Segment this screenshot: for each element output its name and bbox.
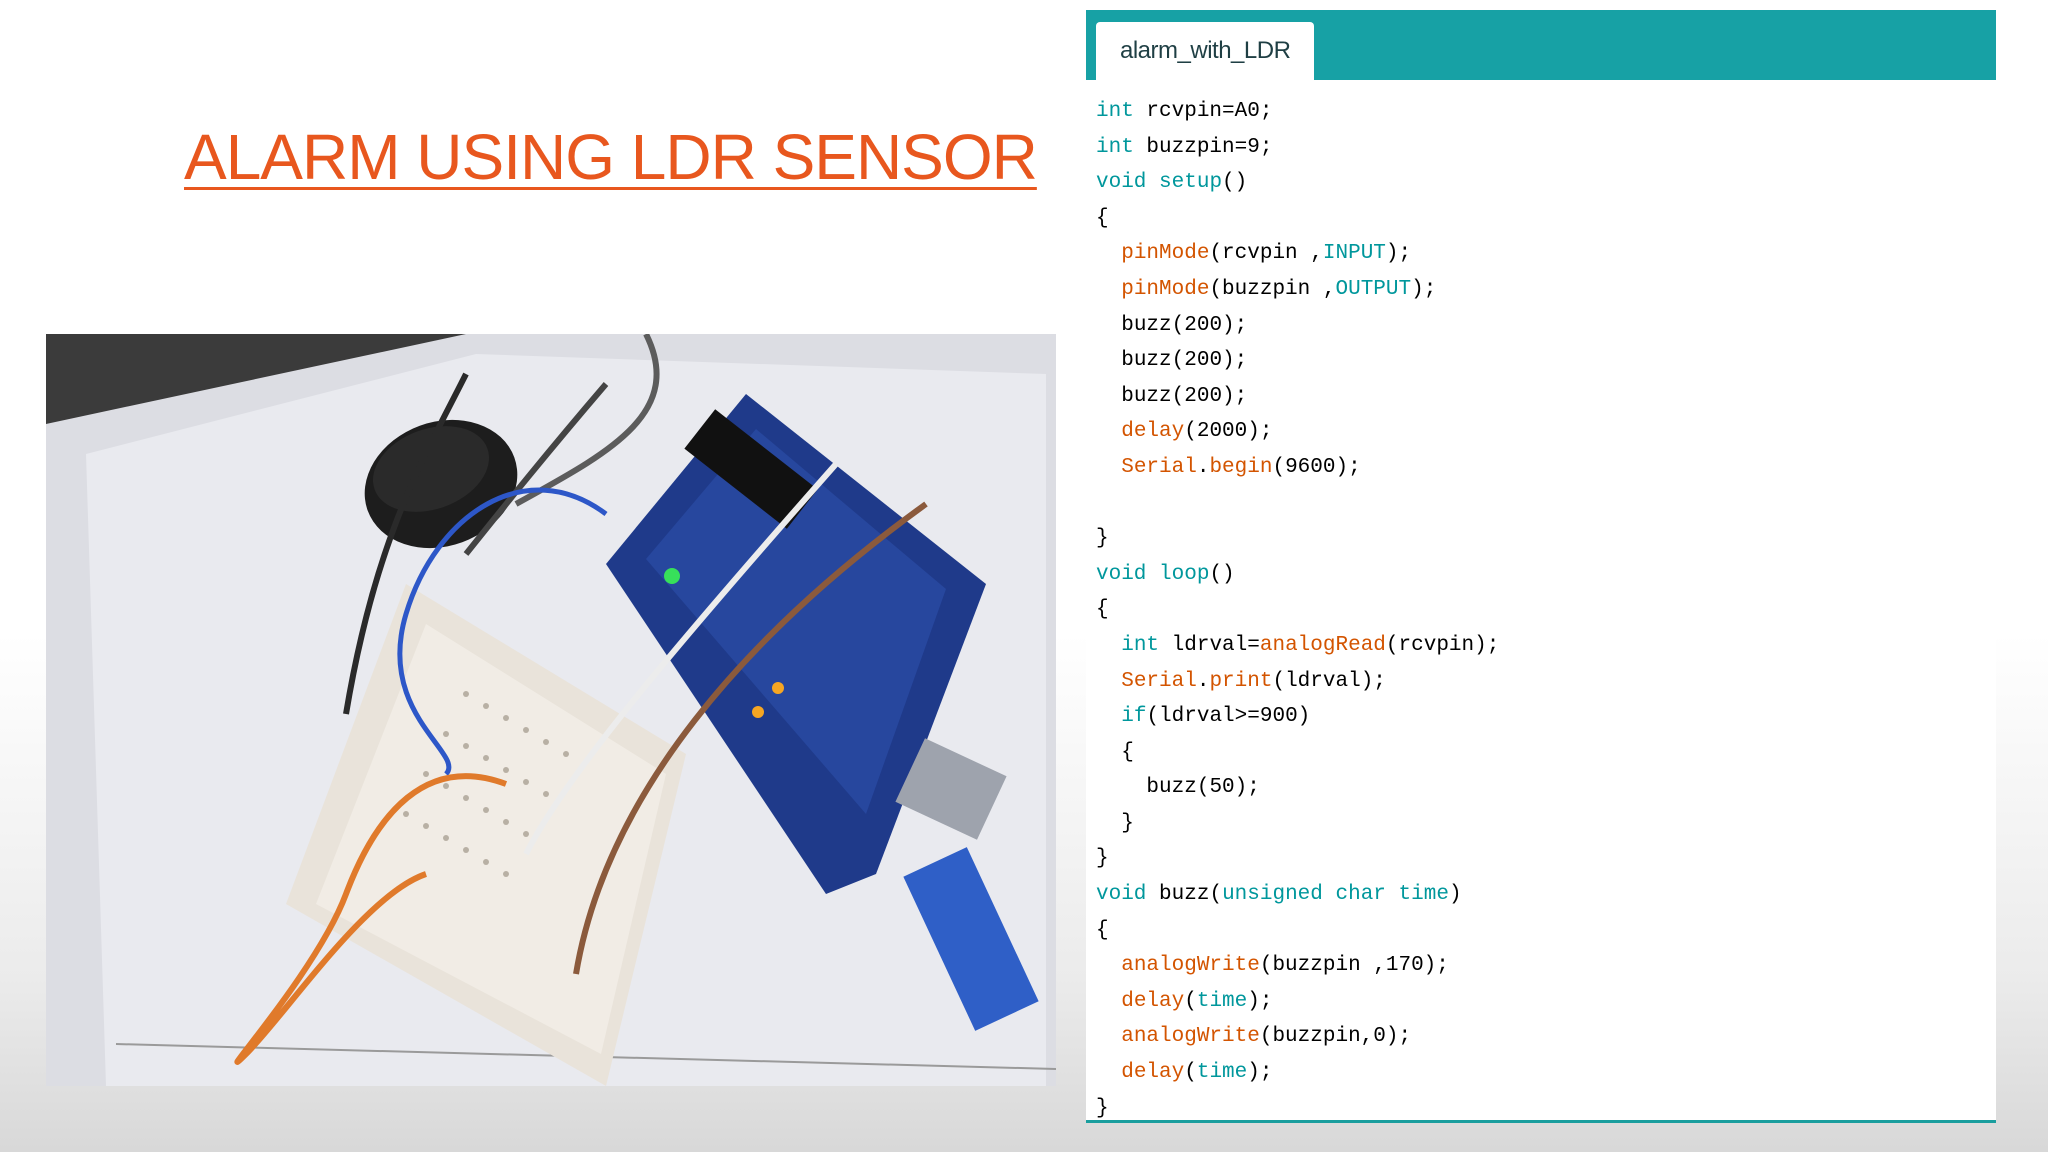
code-line: void setup() [1096,171,1248,195]
code-line: buzz(200); [1121,349,1248,373]
code-line: } [1096,847,1109,871]
arduino-breadboard-photo [46,334,1056,1086]
code-line: buzz(200); [1121,313,1248,337]
code-editor-panel: alarm_with_LDR int rcvpin=A0; int buzzpin… [1086,10,1996,1123]
code-line: { [1096,598,1109,622]
code-line: analogWrite(buzzpin ,170); [1121,954,1449,978]
code-line: Serial.print(ldrval); [1121,669,1386,693]
code-line: buzz(50); [1146,776,1260,800]
tab-alarm-with-ldr[interactable]: alarm_with_LDR [1096,22,1315,80]
code-line: Serial.begin(9600); [1121,455,1361,479]
code-line: if(ldrval>=900) [1121,705,1311,729]
editor-tab-bar: alarm_with_LDR [1086,10,1996,80]
code-line: delay(time); [1121,1061,1273,1085]
code-line: } [1096,811,1134,835]
code-line: { [1096,206,1109,230]
code-area[interactable]: int rcvpin=A0; int buzzpin=9; void setup()… [1096,94,1986,1126]
code-line: } [1096,527,1109,551]
slide-title: ALARM USING LDR SENSOR [184,121,1038,193]
code-line: delay(time); [1121,989,1273,1013]
code-line: int ldrval=analogRead(rcvpin); [1121,633,1500,657]
code-line: pinMode(rcvpin ,INPUT); [1121,242,1412,266]
code-line: int rcvpin=A0; [1096,100,1273,123]
code-line: pinMode(buzzpin ,OUTPUT); [1121,277,1437,301]
code-line: void loop() [1096,562,1235,586]
code-line: { [1096,740,1134,764]
code-line [1096,486,1986,522]
code-line: } [1096,1096,1109,1120]
code-line: analogWrite(buzzpin,0); [1121,1025,1412,1049]
code-line: delay(2000); [1121,420,1273,444]
code-line: int buzzpin=9; [1096,135,1273,159]
code-line: void buzz(unsigned char time) [1096,883,1462,907]
code-line: { [1096,918,1109,942]
code-line: buzz(200); [1121,384,1248,408]
